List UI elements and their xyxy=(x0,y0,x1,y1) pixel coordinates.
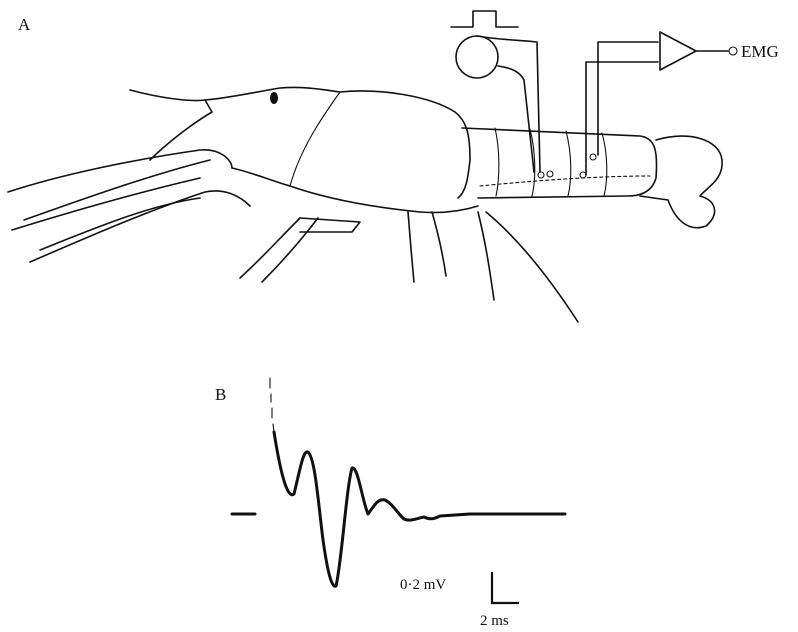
cervical-groove xyxy=(290,92,340,186)
carapace-bottom xyxy=(290,186,478,213)
stimulus-lead-2 xyxy=(498,66,534,172)
emg-recording: EMG xyxy=(580,32,779,178)
stimulus-pulse-icon xyxy=(451,11,518,27)
leg-5 xyxy=(486,212,578,322)
emg-waveform xyxy=(274,432,565,586)
tail-fan xyxy=(640,136,722,228)
voltage-scale-label: 0·2 mV xyxy=(400,577,446,593)
abdomen-outline xyxy=(462,128,657,198)
stimulus-electrode-1 xyxy=(538,172,544,178)
stimulus-electrode-2 xyxy=(547,171,553,177)
head-underside xyxy=(232,168,290,186)
segment-4 xyxy=(602,133,607,196)
output-terminal-icon xyxy=(729,47,737,55)
recording-lead-1 xyxy=(598,42,658,155)
emg-trace xyxy=(232,378,565,586)
recording-lead-2 xyxy=(586,62,658,175)
recording-electrode-1 xyxy=(590,154,596,160)
panel-b-label: B xyxy=(215,385,226,404)
leg-3 xyxy=(432,212,446,276)
scale-bar-lines xyxy=(492,572,519,603)
stimulus-lead-1 xyxy=(477,36,540,172)
claw-upper-outline xyxy=(24,160,210,220)
antenna-upper xyxy=(8,150,232,192)
crayfish-drawing xyxy=(8,87,722,322)
leg-1 xyxy=(240,218,300,278)
leg-2 xyxy=(408,212,414,282)
panel-a-label: A xyxy=(18,15,31,34)
nerve-cord xyxy=(480,176,650,186)
segment-1 xyxy=(495,128,499,196)
leg-4 xyxy=(478,212,494,300)
stimulus-artifact xyxy=(270,378,274,432)
emg-label: EMG xyxy=(741,42,779,61)
amplifier-icon xyxy=(660,32,696,70)
carapace-top xyxy=(340,91,470,198)
eye xyxy=(270,92,278,104)
segment-3 xyxy=(566,131,571,196)
recording-electrode-2 xyxy=(580,172,586,178)
time-scale-label: 2 ms xyxy=(480,613,509,629)
stimulator-icon xyxy=(456,36,498,78)
claw-lower-outline xyxy=(30,191,250,262)
stimulator xyxy=(451,11,553,178)
scale-bar: 0·2 mV 2 ms xyxy=(400,572,519,629)
